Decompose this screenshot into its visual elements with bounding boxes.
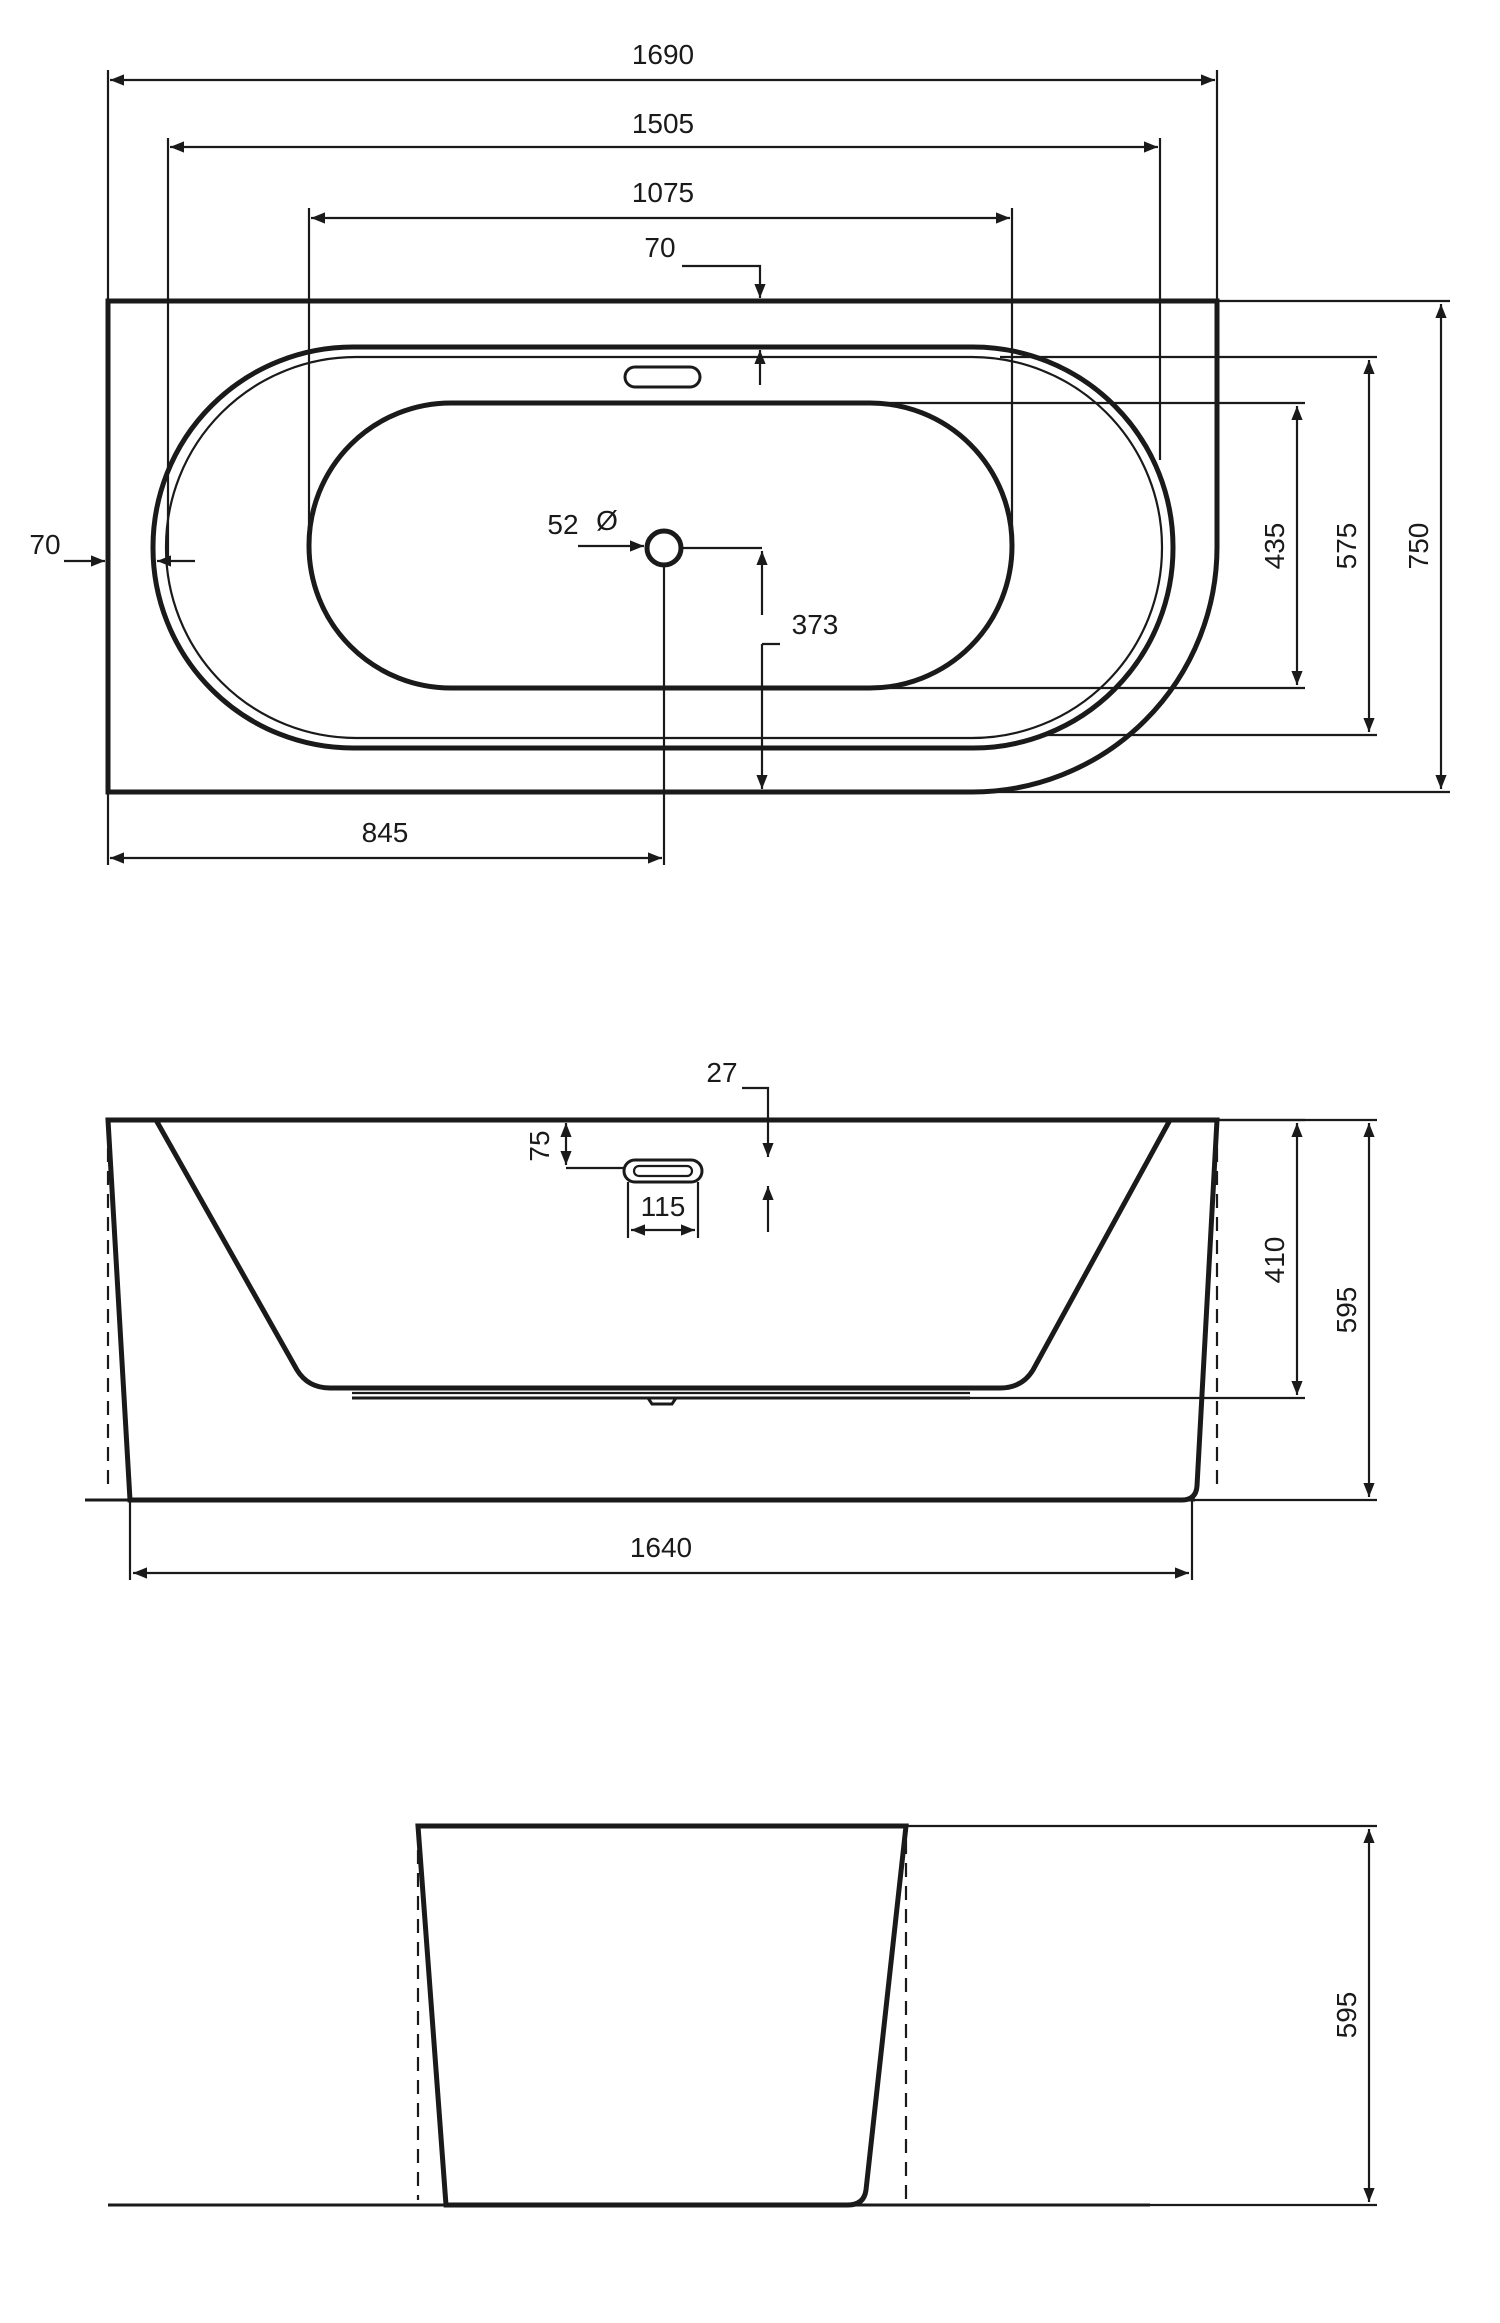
overflow-slot-front	[622, 1158, 704, 1184]
dim-rim-side-width: 70	[29, 529, 60, 560]
side-view: 595	[108, 1823, 1377, 2208]
front-inner-basin	[153, 1118, 1173, 1391]
dim-overflow-height: 75	[524, 1130, 555, 1161]
dim-base-length: 1640	[630, 1532, 692, 1563]
diameter-symbol: Ø	[596, 505, 618, 536]
basin-oval	[306, 400, 1015, 691]
dim-basin-width: 435	[1259, 523, 1290, 570]
front-view: 27 75 115 410 595 1640	[85, 1057, 1377, 1580]
side-outer-shell	[415, 1823, 909, 2208]
dim-drain-offset-length: 845	[362, 817, 409, 848]
dim-rim-top-width: 70	[644, 232, 675, 263]
dim-drain-diameter: 52	[547, 509, 578, 540]
dim-side-overall-height: 595	[1331, 1992, 1362, 2039]
front-outer-shell	[105, 1117, 1220, 1503]
top-view: 1690 1505 1075 70 70 52 Ø 373 845	[29, 39, 1450, 865]
dim-overflow-width: 115	[641, 1191, 686, 1222]
dim-basin-length: 1075	[632, 177, 694, 208]
dim-inner-depth: 410	[1259, 1237, 1290, 1284]
dim-overall-length: 1690	[632, 39, 694, 70]
dim-rim-width: 575	[1331, 523, 1362, 570]
dim-rim-outer-length: 1505	[632, 108, 694, 139]
dim-drain-offset-width: 373	[792, 609, 839, 640]
drain-circle	[644, 528, 684, 568]
top-view-outline	[105, 298, 1220, 795]
dim-front-overall-height: 595	[1331, 1287, 1362, 1334]
dim-overflow-offset: 27	[706, 1057, 737, 1088]
dim-overall-width: 750	[1403, 523, 1434, 570]
overflow-slot-top	[623, 365, 702, 389]
